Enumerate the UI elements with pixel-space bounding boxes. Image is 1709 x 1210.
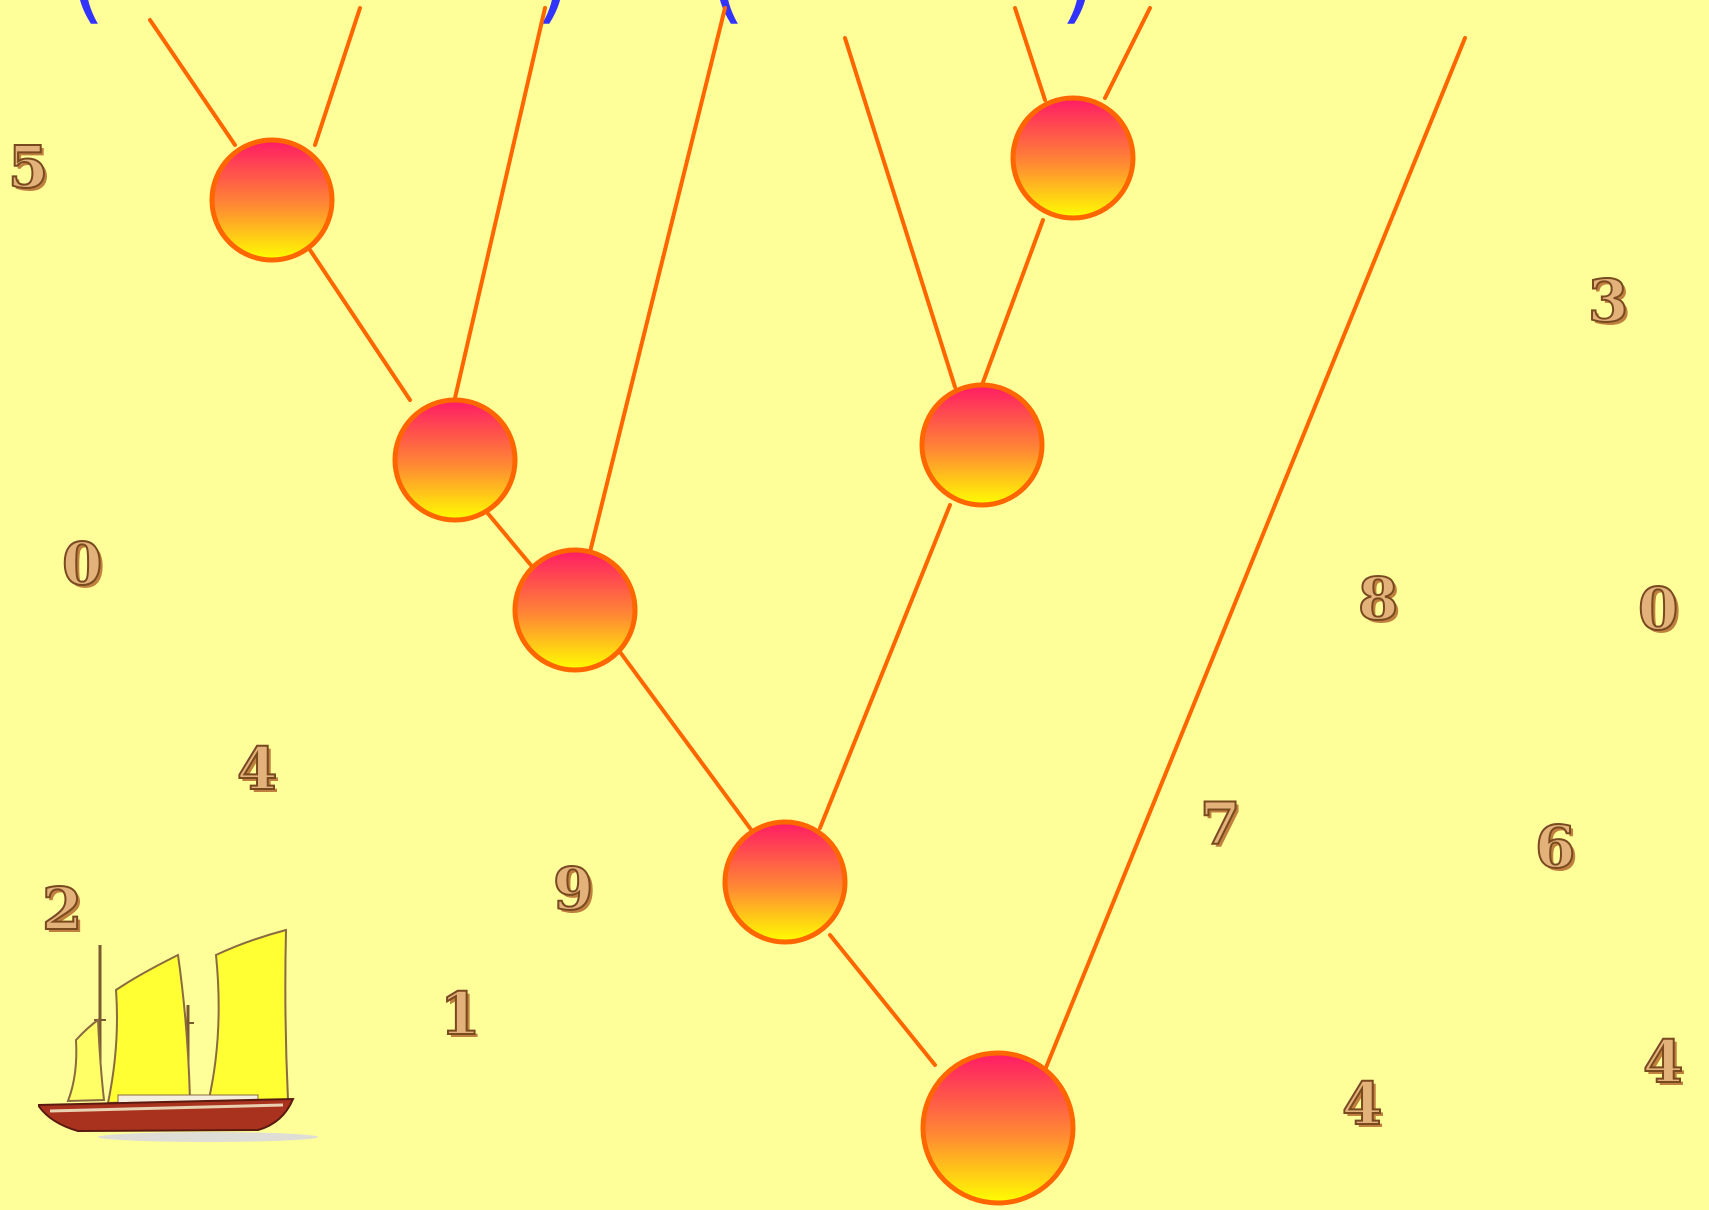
tree-node [725,822,845,942]
tree-edge [620,652,755,835]
bracket-glyph: ( [70,0,105,34]
tree-edge [982,220,1043,385]
floating-digit: 1 [440,985,480,1043]
floating-digit: 4 [1643,1033,1683,1091]
tree-node [515,550,635,670]
floating-digit: 0 [62,535,102,593]
tree-edge [455,8,545,398]
floating-digit: 8 [1358,570,1398,628]
tree-edge [1015,8,1045,100]
tree-edge [590,8,725,552]
tree-edge [485,510,535,570]
sailboat-icon [38,915,338,1145]
tree-edge [820,505,950,828]
floating-digit: 9 [553,860,593,918]
tree-node [212,140,332,260]
tree-node [923,1053,1073,1203]
node-group [212,98,1133,1203]
floating-digit: 6 [1535,818,1575,876]
tree-edge [845,38,955,387]
tree-node [922,385,1042,505]
floating-digit: 0 [1638,580,1678,638]
tree-edge [1105,8,1150,98]
floating-digit: 4 [1342,1075,1382,1133]
bracket-group: ()() [70,0,1095,34]
bracket-glyph: ) [1060,0,1095,34]
floating-digit: 5 [8,138,48,196]
tree-edge [150,20,235,145]
floating-digit: 4 [237,740,277,798]
floating-digit: 7 [1200,795,1240,853]
floating-digit: 3 [1588,272,1628,330]
tree-edge [315,8,360,145]
tree-node [1013,98,1133,218]
tree-node [395,400,515,520]
tree-edge [830,935,935,1065]
tree-edge [310,250,410,400]
bracket-glyph: ( [710,0,745,34]
